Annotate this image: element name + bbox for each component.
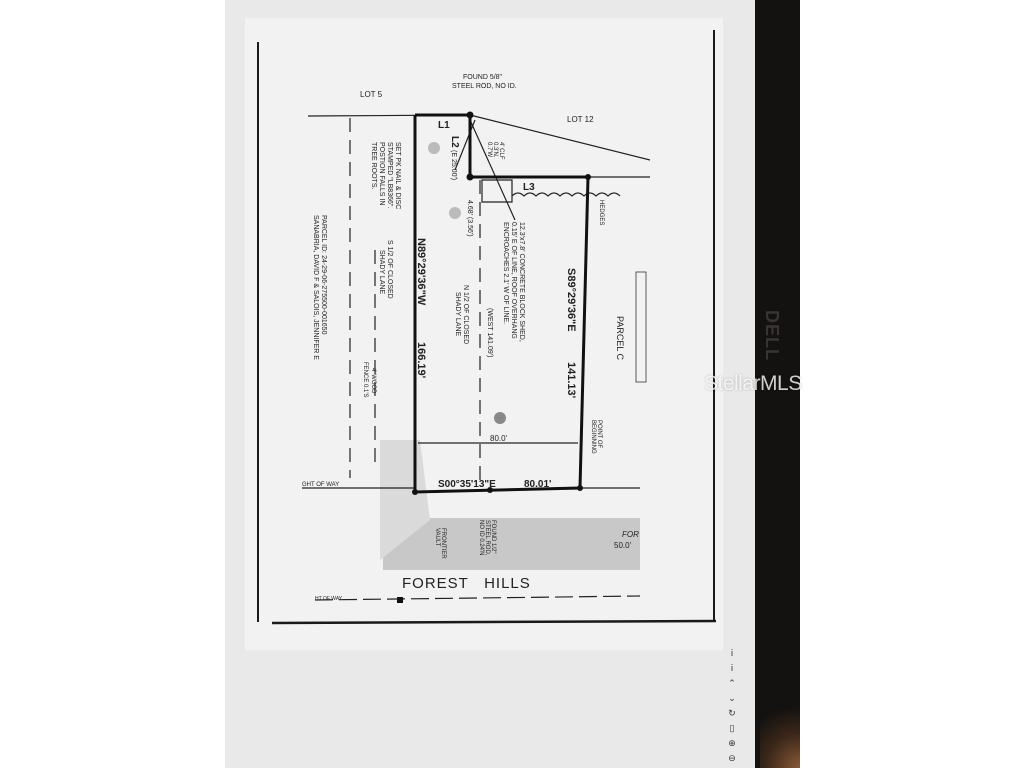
frontier-vault-line1: FRONTIER [440,528,446,559]
chevron-down-icon[interactable]: ⌄ [728,693,736,703]
west-record: (WEST 141.09') [486,308,493,357]
background-object [760,690,800,768]
l1-label: L1 [438,120,450,131]
document-icon[interactable]: ▯ [729,723,735,733]
set-pk-nail-line2: STAMPED "LB8366". [386,142,393,208]
monitor-bezel [755,0,800,768]
hedges-label: HEDGES [598,200,604,225]
found-rod-top-line2: STEEL ROD, NO ID. [452,83,517,90]
boundary-monuments [397,111,591,603]
south-bearing: S00°35'13"E [438,479,496,490]
parcel-c-label: PARCEL C [615,316,625,361]
wood-fence-line1: 4' WOOD [370,368,376,394]
right-of-way-bottom-label: HT OF WAY [315,596,343,602]
tree-symbol [449,207,461,219]
lot-12-label: LOT 12 [567,115,594,124]
street-width: 50.0' [614,541,632,550]
clf-line3: 0.7'W [486,142,492,157]
found-rod-bottom-line1: FOUND 1/2" [490,520,496,553]
tree-symbol [494,412,506,424]
road-forest-hills [383,518,640,570]
set-pk-nail-line4: TREE ROOTS. [370,142,377,190]
tree-symbol [428,142,440,154]
frontier-vault-line2: VAULT [434,528,440,547]
plat-frame [257,30,717,625]
page-down-icon[interactable]: ⅰ [730,663,734,673]
l3-label: L3 [523,182,535,193]
lot-lines [302,114,651,601]
rotate-icon[interactable]: ↻ [728,708,736,718]
west-bearing: N89°29'36"W [415,238,427,306]
found-rod-bottom-line2: STEEL ROD, [484,520,490,556]
point-of-beginning-line1: POINT OF [596,420,602,449]
offset-label: 4.68' (3.56') [466,200,473,237]
set-pk-nail-line3: POSTION FALLS IN [378,142,385,205]
clf-line2: 0.3'N, [492,142,498,158]
clf-line1: 4' CLF [498,142,504,160]
page-up-icon[interactable]: ⅰ [730,648,734,658]
watermark: StellarMLS [704,372,802,395]
east-distance: 141.13' [565,362,577,399]
chevron-up-icon[interactable]: ⌃ [728,678,736,688]
viewer-toolbar: ⅰ ⅰ ⌃ ⌄ ↻ ▯ ⊕ ⊖ [722,648,742,763]
lot-5-label: LOT 5 [360,90,383,99]
zoom-out-icon[interactable]: ⊖ [728,753,736,763]
monitor-brand-logo: DELL [762,310,782,361]
shed-note-line2: 0.15' E OF LINE, ROOF OVERHANG [510,222,517,339]
e-25-label: (E 25.00') [450,150,457,180]
n-half-shady-line2: SHADY LANE [454,292,461,337]
shed-note-line3: ENCROACHES 2.1' W OF LINE. [502,222,509,324]
south-distance: 80.01' [524,479,551,490]
parcel-c-table [635,271,647,383]
n-half-shady-line1: N 1/2 OF CLOSED [462,285,469,344]
street-name: FOREST HILLS [402,575,531,592]
parcel-id-line2: SANABRIA, DAVID F & SALOIS, JENNIFER E [312,215,319,360]
width-label: 80.0' [490,434,508,443]
shed-note-line1: 12.3'x7.8' CONCRETE BLOCK SHED, [518,222,525,342]
found-rod-top-line1: FOUND 5/8" [463,74,503,81]
s-half-shady-line1: S 1/2 OF CLOSED [386,240,393,299]
s-half-shady-line2: SHADY LANE [378,250,385,295]
l2-label: L2 [449,136,460,148]
parcel-id-line1: PARCEL ID: 24-29-06-275500-001650 [320,215,327,335]
found-rod-bottom-line3: NO ID 0.24'N [478,520,484,556]
wood-fence-line2: FENCE 0.1'S [362,362,368,398]
point-of-beginning-line2: BEGINNING [590,420,596,454]
set-pk-nail-line1: SET PK NAIL & DISC [394,142,401,209]
zoom-in-icon[interactable]: ⊕ [728,738,736,748]
east-bearing: S89°29'36"E [565,268,577,332]
west-distance: 166.19' [415,342,427,379]
right-of-way-label: GHT OF WAY [302,482,339,488]
driveway [380,440,430,560]
street-label-right: FOR [622,530,639,539]
